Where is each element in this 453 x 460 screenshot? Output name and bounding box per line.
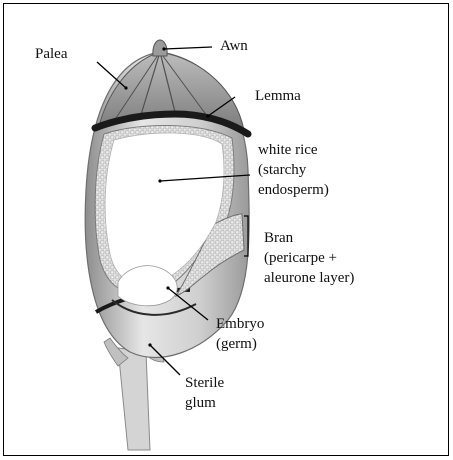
lemma-label: Lemma: [255, 86, 301, 106]
sterile-glum-label: Sterile glum: [185, 373, 224, 413]
awn-label: Awn: [220, 36, 248, 56]
palea-label: Palea: [35, 44, 67, 64]
awn-pointer: [164, 47, 212, 49]
embryo-label: Embryo (germ): [216, 314, 264, 354]
white-rice-label: white rice (starchy endosperm): [258, 140, 329, 200]
bran-label: Bran (pericarpe + aleurone layer): [264, 228, 354, 288]
